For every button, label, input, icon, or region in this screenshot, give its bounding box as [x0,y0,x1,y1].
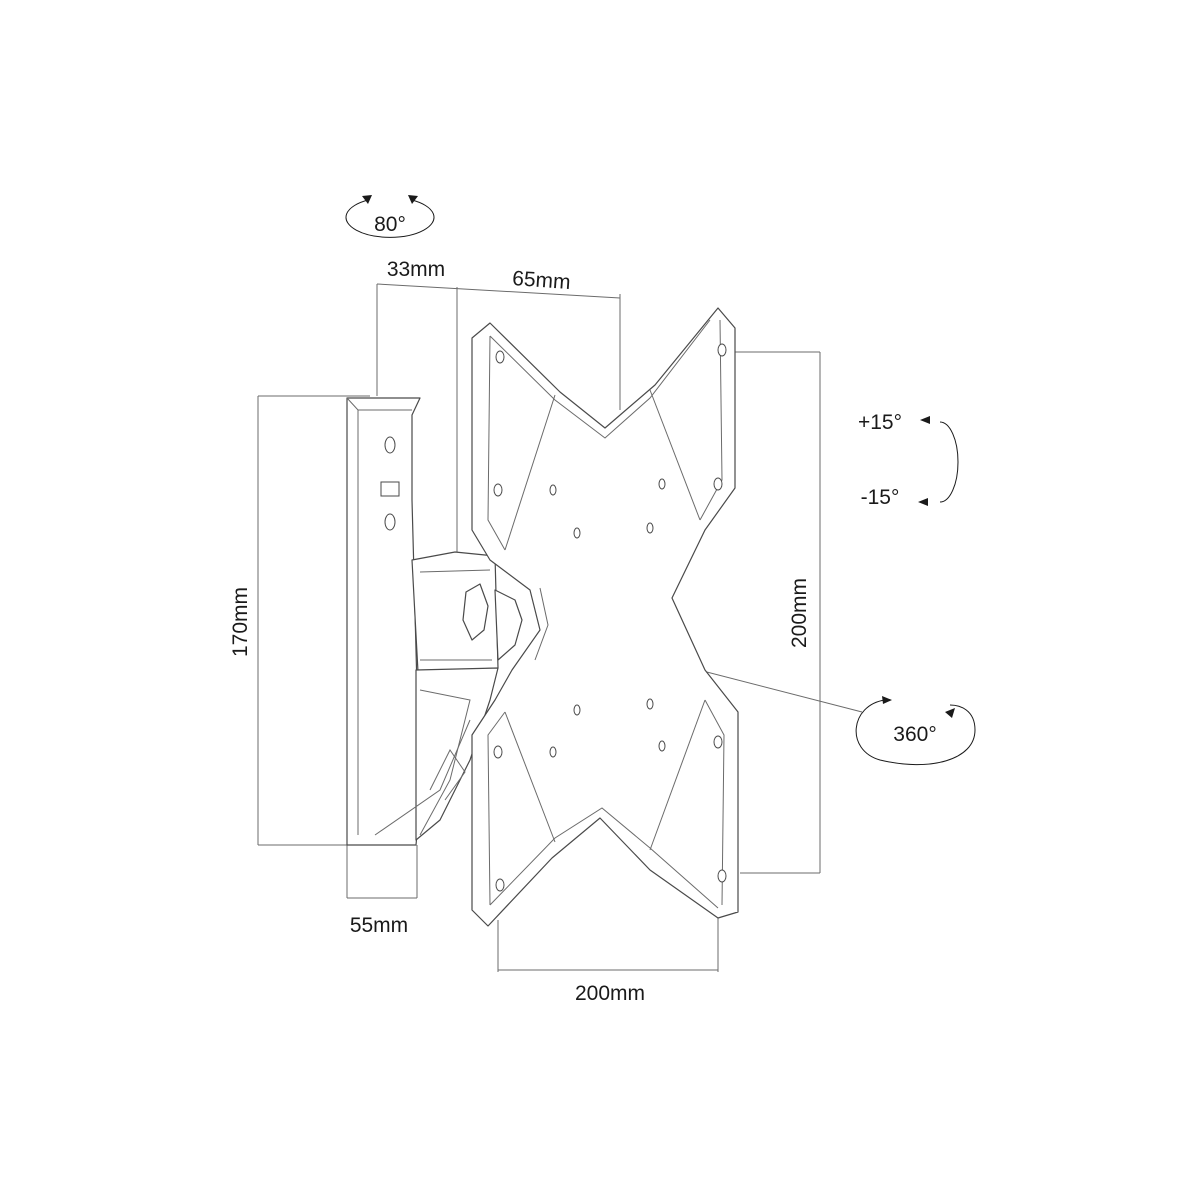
vesa-hole-icon [658,740,666,752]
arrow-icon [362,195,372,204]
vesa-hole-icon [646,698,654,710]
vesa-hole-icon [717,343,727,357]
vesa-hole-icon [549,746,557,758]
vesa-hole-icon [573,527,581,539]
vesa-hole-icon [493,745,503,759]
tilt-down-label: -15° [861,486,900,509]
rotation-symbol [855,696,976,766]
vesa-height-label: 200mm [788,578,811,648]
vesa-hole-icon [717,869,727,883]
vesa-plate [471,307,739,927]
arrow-icon [920,416,930,424]
arm-depth-label: 33mm [387,258,445,281]
vesa-hole-icon [493,483,503,497]
plate-depth-label: 65mm [512,267,572,294]
tilt-side-symbol [345,195,435,238]
dimension-lines [257,283,863,972]
tilt-up-label: +15° [858,411,902,434]
arrow-icon [408,195,418,204]
wall-depth-label: 55mm [350,914,408,937]
wall-height-label: 170mm [229,587,252,657]
vesa-hole-icon [495,878,505,892]
vesa-hole-icon [549,484,557,496]
vesa-hole-icon [646,522,654,534]
wall-slot-icon [380,481,400,497]
vesa-hole-icon [713,477,723,491]
arrow-icon [918,498,928,506]
vesa-width-label: 200mm [575,982,645,1005]
vesa-hole-icon [658,478,666,490]
vesa-hole-icon [713,735,723,749]
arm [374,551,523,841]
rotation-label: 360° [893,723,936,746]
arrow-icon [945,708,955,718]
tilt-vertical-symbol [918,416,959,506]
arrow-icon [882,696,892,704]
wall-hole-icon [384,436,396,454]
wall-hole-icon [384,513,396,531]
tilt-side-label: 80° [374,213,406,236]
wall-plate [346,397,421,846]
vesa-hole-icon [495,350,505,364]
vesa-hole-icon [573,704,581,716]
